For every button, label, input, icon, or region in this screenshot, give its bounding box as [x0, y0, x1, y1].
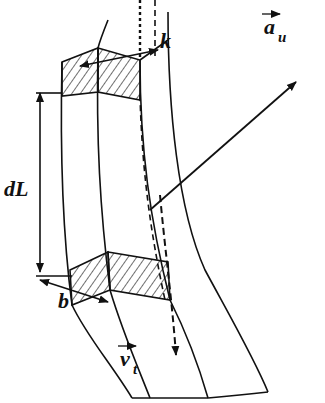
vector-subscript: t [133, 362, 137, 377]
vector-label: v [120, 348, 130, 370]
dimension-label: k [160, 30, 171, 52]
vector-subscript: u [278, 30, 286, 45]
vector-label: a [264, 16, 275, 38]
dimension-label: dL [4, 178, 28, 200]
dimension-label: b [58, 290, 69, 312]
